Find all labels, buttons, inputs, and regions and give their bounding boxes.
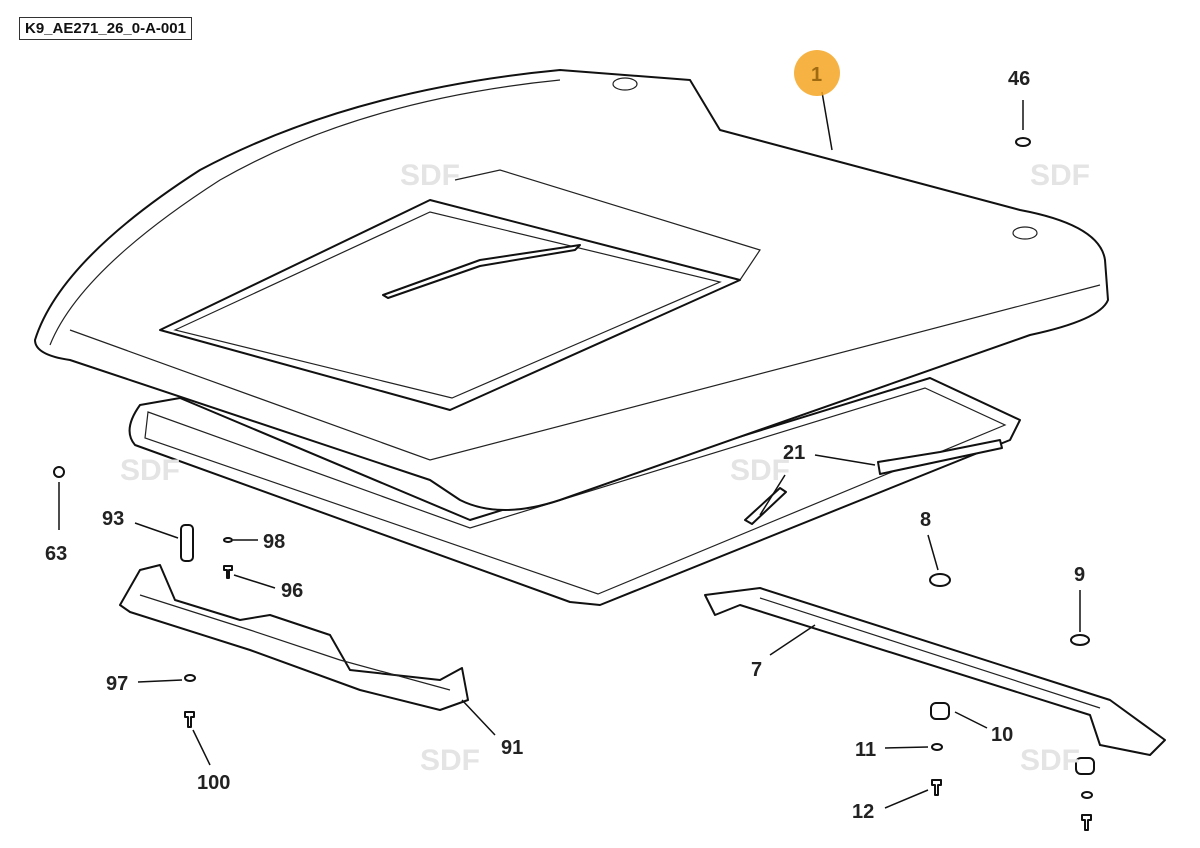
watermark: SDF — [400, 159, 460, 192]
callout-10[interactable]: 10 — [991, 724, 1013, 746]
callout-46[interactable]: 46 — [1008, 68, 1030, 90]
callout-93[interactable]: 93 — [102, 508, 124, 530]
part-10 — [930, 702, 950, 720]
part-63 — [53, 466, 65, 478]
part-12 — [931, 779, 942, 796]
callout-96[interactable]: 96 — [281, 580, 303, 602]
part-crossbar-7[interactable] — [704, 587, 1166, 756]
part-96 — [223, 565, 233, 579]
callouts: 1 46 21 63 93 98 96 97 91 100 8 9 7 10 1… — [45, 64, 1085, 823]
callout-91[interactable]: 91 — [501, 737, 523, 759]
callout-97[interactable]: 97 — [106, 673, 128, 695]
callout-11[interactable]: 11 — [855, 739, 876, 761]
part-11b — [1081, 791, 1093, 799]
part-8 — [929, 573, 951, 587]
callout-100[interactable]: 100 — [197, 772, 230, 794]
watermark: SDF — [1020, 744, 1080, 777]
callout-98[interactable]: 98 — [263, 531, 285, 553]
callout-12[interactable]: 12 — [852, 801, 874, 823]
part-93 — [180, 524, 194, 562]
leader-lines — [58, 91, 1081, 809]
small-parts — [53, 137, 1095, 831]
highlight-marker — [794, 50, 840, 96]
part-98 — [223, 537, 233, 543]
part-12b — [1081, 814, 1092, 831]
part-11 — [931, 743, 943, 751]
watermark: SDF — [1030, 159, 1090, 192]
part-100 — [184, 711, 195, 728]
callout-21[interactable]: 21 — [783, 442, 805, 464]
part-97 — [184, 674, 196, 682]
callout-9[interactable]: 9 — [1074, 564, 1085, 586]
diagram-code-label: K9_AE271_26_0-A-001 — [19, 17, 192, 40]
callout-63[interactable]: 63 — [45, 543, 67, 565]
part-46 — [1015, 137, 1031, 147]
part-10b — [1075, 757, 1095, 775]
part-roof-1[interactable] — [34, 69, 1109, 511]
callout-7[interactable]: 7 — [751, 659, 762, 681]
callout-8[interactable]: 8 — [920, 509, 931, 531]
part-9 — [1070, 634, 1090, 646]
watermarks: SDF SDF SDF SDF SDF SDF — [120, 159, 1090, 777]
callout-1[interactable]: 1 — [811, 64, 822, 86]
watermark: SDF — [120, 454, 180, 487]
watermark: SDF — [730, 454, 790, 487]
watermark: SDF — [420, 744, 480, 777]
